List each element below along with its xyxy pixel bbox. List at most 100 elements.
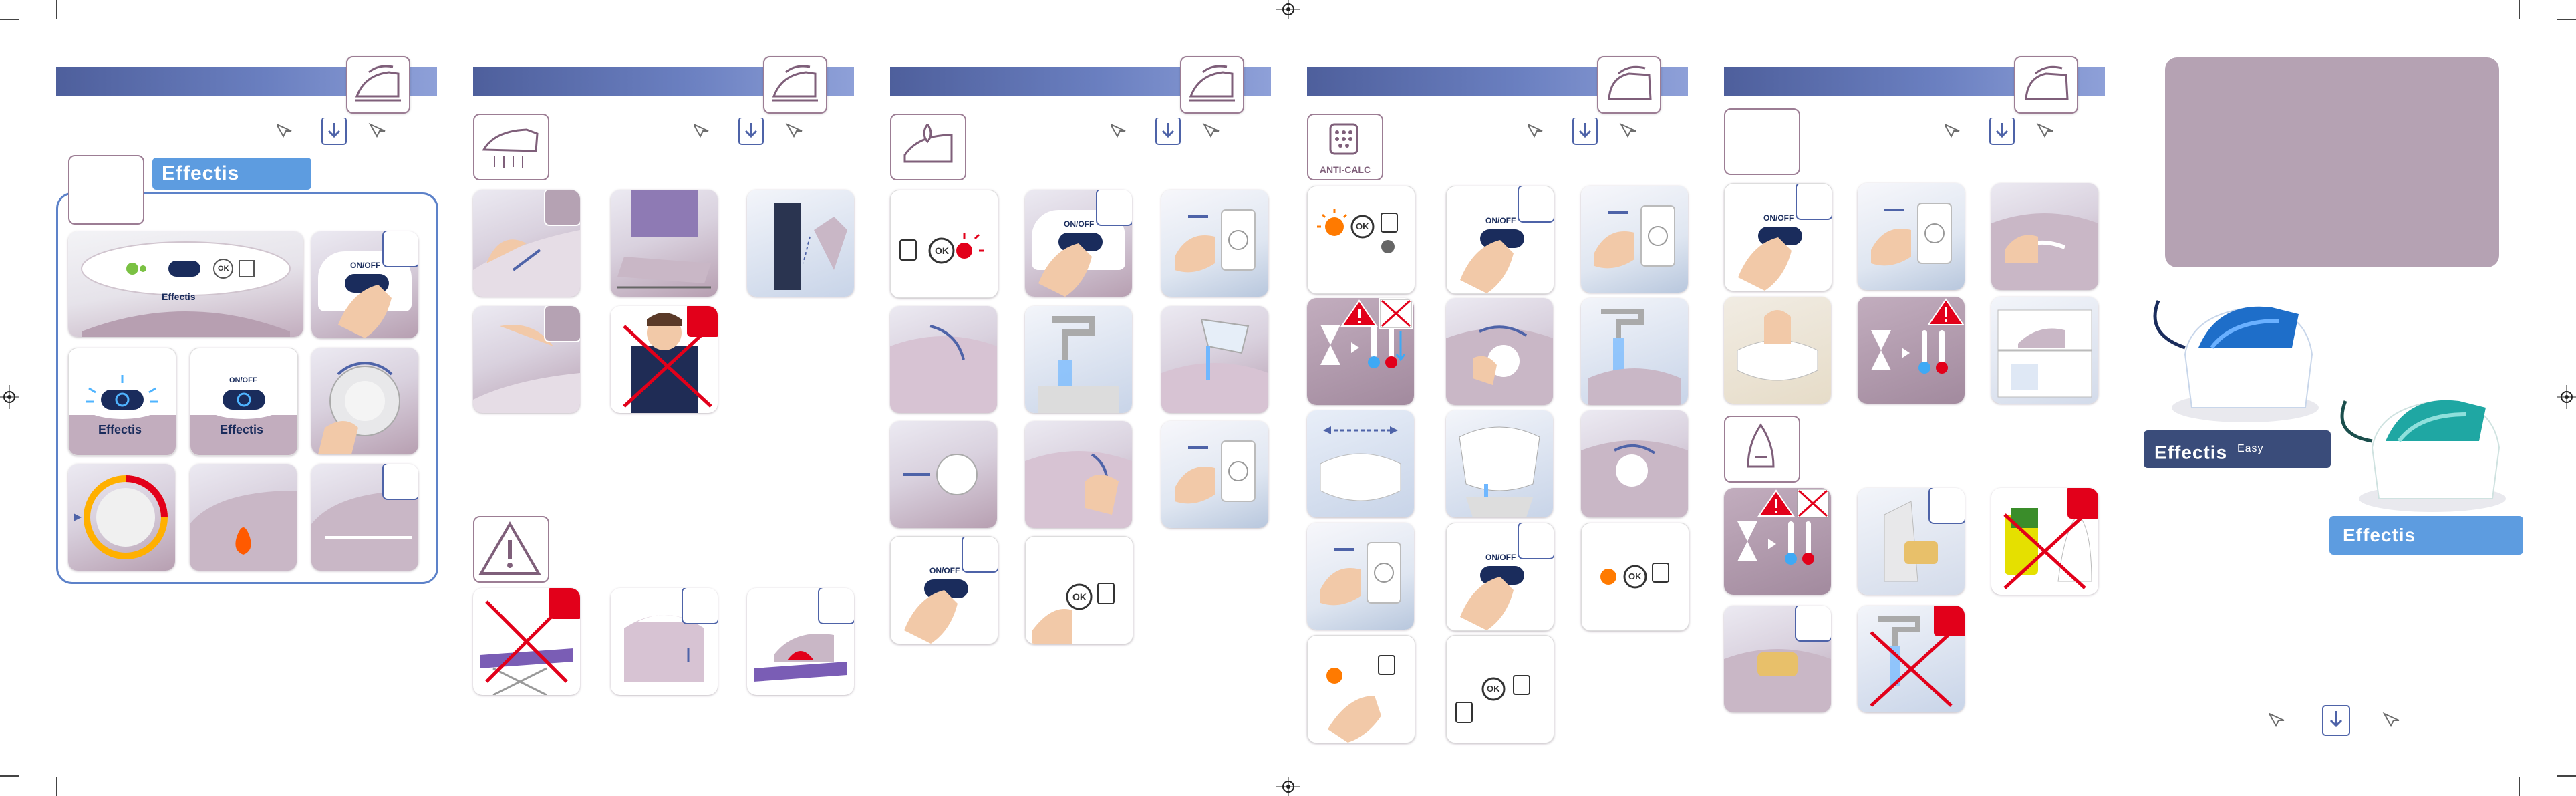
page-nav	[1526, 117, 1648, 147]
product-overview-frame	[56, 192, 438, 584]
empty-tank-tile	[1446, 410, 1553, 517]
plug-in-tile	[1161, 421, 1268, 528]
step-number-box	[382, 464, 418, 500]
anti-calc-light-on-tile: OK	[1581, 523, 1689, 631]
anti-calc-on-ok-label: OK	[1628, 571, 1642, 581]
ironing-shirt-tile	[611, 190, 718, 297]
download-arrow-icon[interactable]	[322, 116, 349, 146]
step-number-box	[1796, 184, 1832, 220]
header-iron-icon	[763, 56, 827, 114]
tap-water-tile	[1025, 306, 1132, 413]
step-number-box	[1795, 606, 1831, 642]
cover-page-nav	[2269, 705, 2400, 736]
shake-unit-tile	[1307, 410, 1414, 517]
crop-mark-bottom-right-v	[2519, 777, 2520, 796]
ok-light-label: OK	[1072, 591, 1087, 602]
crop-mark-bottom-left	[0, 775, 19, 777]
tank-ok-label: OK	[935, 245, 949, 256]
lock-cap-tile	[1025, 421, 1132, 528]
heating-iron-tile	[190, 464, 297, 571]
page-nav	[275, 117, 397, 147]
no-hot-icon	[1797, 489, 1829, 518]
do-not-iron-worn-tile	[611, 306, 718, 413]
restart-on-off-label: ON/OFF	[929, 566, 960, 575]
crop-mark-bottom-right	[2557, 775, 2576, 777]
registration-mark-left	[0, 385, 19, 409]
unplug-tile	[1161, 190, 1268, 297]
control-panel-tile: OK Effectis	[68, 231, 303, 337]
iron-ready-tile	[311, 464, 418, 571]
restart-tile: ON/OFF	[890, 536, 998, 644]
anti-calc-ok-label: OK	[1356, 221, 1369, 231]
brand-tag-effectis-easy: Effectis Easy	[2144, 430, 2331, 468]
panel-getting-started	[56, 56, 437, 749]
step-number-box	[818, 588, 854, 624]
anti-calc-label: ANTI-CALC	[1319, 164, 1371, 175]
crop-mark-top-right	[2557, 19, 2576, 20]
tank-empty-light-tile: OK	[890, 190, 998, 298]
panel-storage-cleaning	[1724, 56, 2105, 749]
power-button-flashing-tile: Effectis	[68, 348, 176, 456]
anti-calc-section-icon: ANTI-CALC	[1307, 114, 1383, 180]
forbidden-badge	[2067, 488, 2098, 519]
no-ironing-board-tile	[473, 588, 580, 695]
clean-cool-down-tile	[1724, 488, 1831, 595]
brand-tag-effectis: Effectis	[152, 158, 311, 190]
cover-placeholder-box	[2165, 57, 2499, 267]
header-generator-icon	[1597, 56, 1661, 114]
brand-name: Effectis	[162, 162, 240, 184]
header-iron-icon	[1180, 56, 1244, 114]
warning-triangle-icon	[1927, 298, 1965, 325]
water-fill-section-icon	[890, 114, 966, 180]
forbidden-badge	[1934, 606, 1965, 636]
header-iron-icon	[346, 56, 410, 114]
screw-valve-tile	[1581, 410, 1688, 517]
steady-tile-brand: Effectis	[220, 423, 264, 436]
anti-calc-on-off-label: ON/OFF	[1485, 216, 1516, 225]
close-cap-tile	[890, 421, 997, 528]
product-image-effectis	[2340, 400, 2506, 512]
anti-calc-cool-down-tile	[1307, 298, 1414, 405]
rinse-tank-tile	[1581, 298, 1688, 405]
wipe-soleplate-tile	[1858, 488, 1965, 595]
crop-mark-top-right-v	[2519, 0, 2520, 19]
power-button-steady-tile: ON/OFF Effectis	[190, 348, 298, 456]
no-abrasive-tile	[1991, 488, 2098, 595]
step-number-box	[1518, 186, 1554, 223]
storage-section-icon	[1724, 108, 1800, 175]
cleaning-section-icon	[1724, 416, 1800, 483]
anti-calc-light-tile: OK	[1307, 186, 1415, 294]
page-nav	[1109, 117, 1231, 147]
step-number-box	[682, 588, 718, 624]
registration-mark-top	[1276, 0, 1300, 19]
storage-unplug-tile	[1858, 183, 1965, 290]
no-rinse-tap-tile	[1858, 606, 1965, 712]
anti-calc-press-tile	[1307, 635, 1415, 743]
open-cap-tile	[890, 306, 997, 413]
step-number-box	[962, 537, 998, 573]
vertical-steam-tile	[747, 190, 854, 297]
pour-water-tile	[1161, 306, 1268, 413]
crop-mark-top-left	[0, 19, 19, 20]
page-nav	[692, 117, 814, 147]
easy-brand-name: Effectis	[2154, 442, 2228, 463]
switch-off-tile: ON/OFF	[1025, 190, 1132, 297]
anti-calc-switch-off-tile: ON/OFF	[1446, 186, 1554, 294]
warning-triangle-icon	[1757, 489, 1795, 517]
temperature-dial-tile	[68, 464, 175, 571]
registration-mark-bottom	[1276, 777, 1300, 796]
hot-soleplate-tile	[747, 588, 854, 695]
ok-light-tile: OK	[1025, 536, 1133, 644]
steam-iron-section-icon	[473, 114, 549, 180]
step-number-box	[382, 231, 418, 267]
anti-calc-plug-in-tile	[1307, 523, 1414, 630]
panel-filling-tank	[890, 56, 1271, 749]
cursor-icon	[275, 122, 292, 138]
carry-unit-tile	[1724, 297, 1831, 404]
brand-tag-effectis-second: Effectis	[2329, 516, 2523, 555]
power-tile-brand: Effectis	[98, 423, 142, 436]
lock-iron-tile	[1991, 183, 2098, 290]
step-number-box	[544, 306, 580, 342]
clean-base-tile	[1724, 606, 1831, 712]
panel-anti-calc: ANTI-CALC	[1307, 56, 1688, 749]
